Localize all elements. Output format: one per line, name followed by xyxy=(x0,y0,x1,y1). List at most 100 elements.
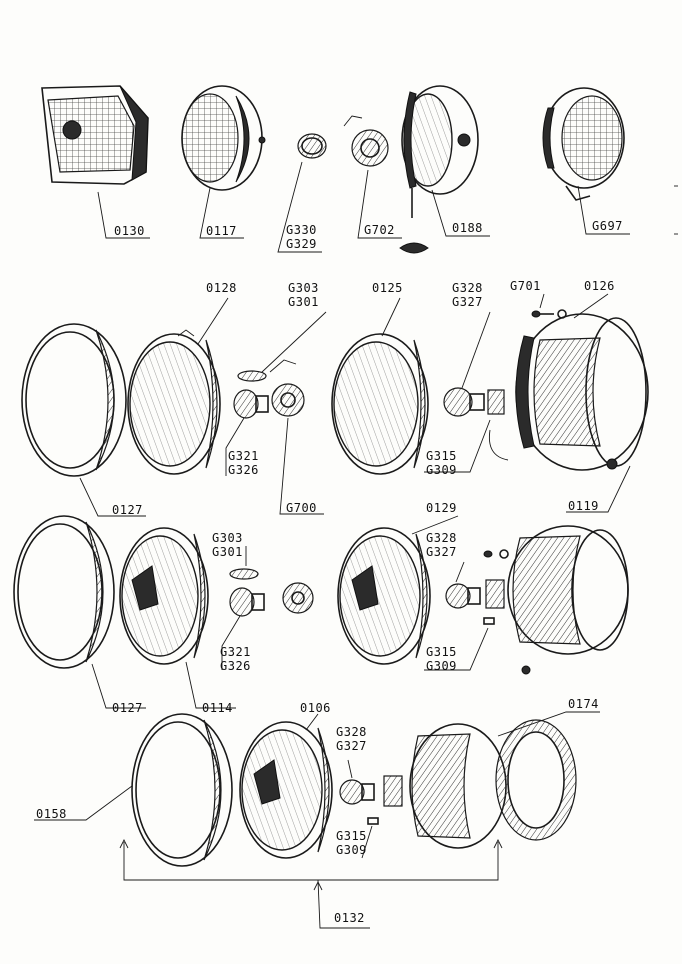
headlamp-unit-0129 xyxy=(337,527,431,665)
headlamp-unit-0106 xyxy=(239,721,333,859)
leader-0132-bracket xyxy=(123,842,499,929)
leader-G315b xyxy=(424,627,489,671)
leader-G701 xyxy=(539,293,545,309)
bulb-G330 xyxy=(297,133,327,159)
bulb-G321-lower xyxy=(229,587,265,617)
holder-lower-left xyxy=(282,582,314,614)
leader-G321b xyxy=(221,615,241,670)
rim-0127-lower xyxy=(13,515,115,669)
bulb-G303-lower xyxy=(229,568,259,580)
label-0132: 0132 xyxy=(334,911,365,925)
socket-middle xyxy=(483,549,509,625)
label-G301-upper: G301 xyxy=(288,295,319,309)
label-0158: 0158 xyxy=(36,807,67,821)
holder-G315-upper xyxy=(487,389,509,461)
label-0114: 0114 xyxy=(202,701,233,715)
leader-0188 xyxy=(431,189,490,237)
label-G330: G330 xyxy=(286,223,317,237)
fog-lamp-0130 xyxy=(41,85,149,185)
rim-0127-upper xyxy=(21,323,127,477)
leader-0130 xyxy=(97,191,150,239)
bulb-G321-upper xyxy=(233,389,269,419)
label-0106: 0106 xyxy=(300,701,331,715)
leader-0114 xyxy=(185,661,236,709)
leader-0119 xyxy=(566,465,631,513)
label-G327-middle: G327 xyxy=(426,545,457,559)
leader-G321a xyxy=(225,417,245,476)
label-G701: G701 xyxy=(510,279,541,293)
label-G700: G700 xyxy=(286,501,317,515)
label-G321-upper: G321 xyxy=(228,449,259,463)
label-0127-lower: 0127 xyxy=(112,701,143,715)
label-0130: 0130 xyxy=(114,224,145,238)
leader-G303a xyxy=(261,311,327,373)
leader-G328c xyxy=(347,759,353,779)
label-G327-lower: G327 xyxy=(336,739,367,753)
spot-lamp-0188 xyxy=(399,85,479,254)
leader-arrow-right xyxy=(493,838,503,849)
leader-0127b xyxy=(91,663,146,709)
label-0128: 0128 xyxy=(206,281,237,295)
label-G315-middle: G315 xyxy=(426,645,457,659)
leader-G697 xyxy=(577,185,630,235)
label-0127-upper: 0127 xyxy=(112,503,143,517)
leader-G330 xyxy=(277,161,322,253)
label-G315-lower: G315 xyxy=(336,829,367,843)
label-0126: 0126 xyxy=(584,279,615,293)
label-0119: 0119 xyxy=(568,499,599,513)
bulb-G328-lower xyxy=(339,779,375,805)
leader-G328a xyxy=(461,311,491,389)
leader-G315c xyxy=(361,825,373,859)
headlamp-0117 xyxy=(181,85,266,191)
leader-0158 xyxy=(34,785,133,821)
label-0174: 0174 xyxy=(568,697,599,711)
leader-0117 xyxy=(199,187,244,239)
shell-0119 xyxy=(606,458,618,470)
rim-0158 xyxy=(131,713,233,867)
label-G309-upper: G309 xyxy=(426,463,457,477)
headlamp-unit-0125 xyxy=(331,333,429,475)
label-G303-lower: G303 xyxy=(212,531,243,545)
holder-G700 xyxy=(269,359,305,417)
label-G328-lower: G328 xyxy=(336,725,367,739)
label-0125: 0125 xyxy=(372,281,403,295)
socket-lower xyxy=(367,775,403,825)
leader-arrow-mid xyxy=(313,880,323,891)
leader-G700 xyxy=(279,417,324,515)
leader-0128 xyxy=(197,297,229,345)
housing-lower xyxy=(409,723,507,849)
part-labels: 0130 0117 G330 G329 G702 0188 G697 0128 … xyxy=(36,219,623,925)
label-G301-lower: G301 xyxy=(212,545,243,559)
leader-G702 xyxy=(357,169,402,239)
leader-0125 xyxy=(381,297,401,337)
label-0129: 0129 xyxy=(426,501,457,515)
label-G309-middle: G309 xyxy=(426,659,457,673)
leader-0126 xyxy=(573,293,609,319)
label-G327-upper: G327 xyxy=(452,295,483,309)
label-G697: G697 xyxy=(592,219,623,233)
label-G309-lower: G309 xyxy=(336,843,367,857)
leader-0174 xyxy=(497,711,600,737)
leader-0127a xyxy=(79,477,146,517)
bolt-G701 xyxy=(531,309,567,319)
headlamp-unit-0114 xyxy=(119,527,209,665)
label-0117: 0117 xyxy=(206,224,237,238)
bulb-G328-upper xyxy=(443,387,485,417)
label-G303-upper: G303 xyxy=(288,281,319,295)
leader-0106 xyxy=(305,713,319,731)
leader-G315a xyxy=(424,419,491,473)
headlamp-unit-0128 xyxy=(127,329,221,475)
label-G315-upper: G315 xyxy=(426,449,457,463)
housing-middle xyxy=(507,525,629,675)
leader-G328b xyxy=(455,561,465,583)
label-G321-lower: G321 xyxy=(220,645,251,659)
bulb-G303-upper xyxy=(237,370,267,382)
bulb-holder-G702 xyxy=(343,115,389,167)
spot-lamp-G697 xyxy=(542,87,625,201)
housing-0126 xyxy=(515,313,649,471)
label-G328-middle: G328 xyxy=(426,531,457,545)
label-G328-upper: G328 xyxy=(452,281,483,295)
leader-0129 xyxy=(411,515,459,535)
